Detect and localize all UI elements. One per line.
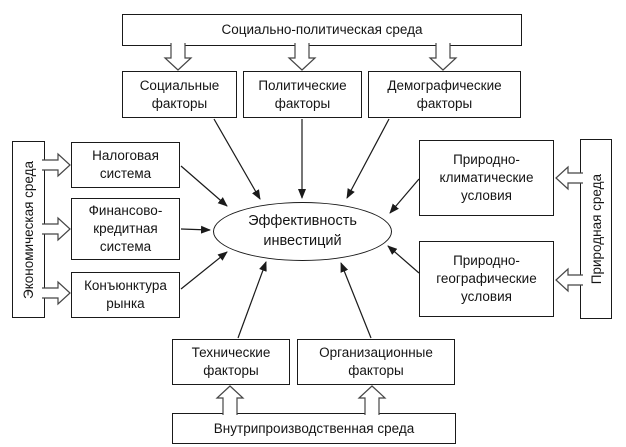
block-arrow-left-to-market xyxy=(42,280,71,306)
box-natural-climatic-conditions: Природно-климатические условия xyxy=(419,140,554,216)
box-market-conditions: Конъюнктура рынка xyxy=(71,272,180,318)
block-arrow-bottom-to-organizational xyxy=(357,385,387,415)
block-arrow-bottom-to-technical xyxy=(215,385,245,415)
box-internal-production-environment: Внутрипроизводственная среда xyxy=(172,413,456,444)
center-ellipse-investment-effectiveness: Эффективность инвестиций xyxy=(213,202,392,261)
block-arrow-top-to-social xyxy=(163,43,193,71)
arrow-climatic-to-center xyxy=(389,178,420,214)
arrow-organizational-to-center xyxy=(340,262,372,339)
arrow-geographic-to-center xyxy=(387,245,420,274)
box-political-factors: Политические факторы xyxy=(243,71,362,118)
block-arrow-top-to-political xyxy=(287,43,317,71)
natural-environment-label: Природная среда xyxy=(588,173,604,285)
box-social-factors: Социальные факторы xyxy=(122,71,237,118)
box-tax-system: Налоговая система xyxy=(71,142,180,188)
box-financial-credit-system: Финансово-кредитная система xyxy=(71,198,180,260)
arrow-market-to-center xyxy=(180,251,228,290)
arrow-social-to-center xyxy=(213,118,261,200)
box-demographic-factors: Демографические факторы xyxy=(368,71,521,118)
box-natural-environment: Природная среда xyxy=(580,139,612,319)
block-arrow-right-to-climatic xyxy=(555,165,583,191)
block-arrow-left-to-credit xyxy=(42,216,71,242)
box-economic-environment: Экономическая среда xyxy=(12,141,45,318)
box-social-political-environment: Социально-политическая среда xyxy=(122,14,522,46)
arrow-demographic-to-center xyxy=(346,118,390,199)
box-technical-factors: Технические факторы xyxy=(172,339,290,385)
box-natural-geographic-conditions: Природно-географические условия xyxy=(419,241,554,317)
arrow-technical-to-center xyxy=(237,261,267,339)
economic-environment-label: Экономическая среда xyxy=(21,160,36,299)
arrow-tax-to-center xyxy=(180,165,228,207)
block-arrow-top-to-demographic xyxy=(428,43,458,71)
box-organizational-factors: Организационные факторы xyxy=(297,339,455,385)
block-arrow-left-to-tax xyxy=(42,152,71,178)
arrow-credit-to-center xyxy=(180,225,211,234)
block-arrow-right-to-geographic xyxy=(555,267,583,293)
